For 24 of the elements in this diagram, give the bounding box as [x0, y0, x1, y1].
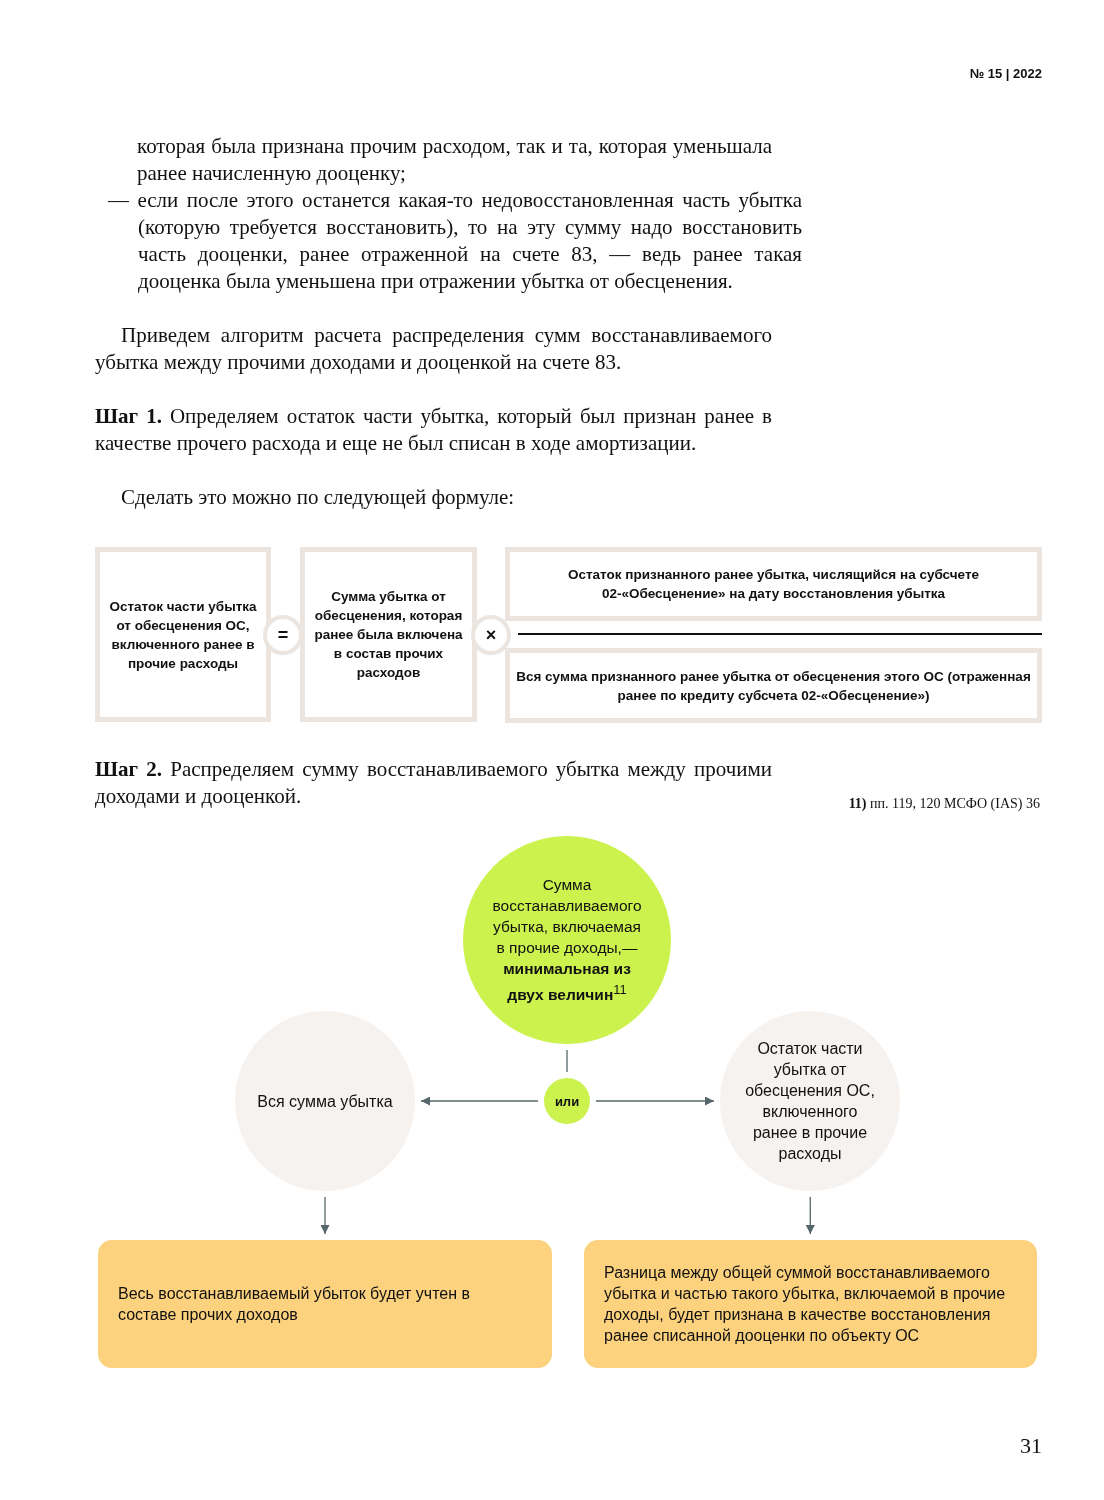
arrow [320, 1196, 330, 1235]
denominator-box: Вся сумма признанного ранее убытка от обесценения этого ОС (отраженная ранее по кредиту субсчета 02-«Обесценение») [505, 648, 1042, 723]
arrow [595, 1096, 715, 1106]
body-paragraph: Шаг 1. Определяем остаток части убытка, который был признан ранее в качестве прочего расхода и еще не был списан в ходе амортизации. [95, 403, 772, 457]
page-number: 31 [1019, 1432, 1042, 1459]
formula-box: Остаток части убытка от обесценения ОС, включенного ранее в прочие расходы [95, 547, 271, 722]
connector-line [566, 1049, 568, 1073]
body-paragraph: Приведем алгоритм расчета распределения сумм восстанавливаемого убытка между прочими доходами и дооценкой на счете 83. [95, 322, 772, 376]
issue-number: № 15 | 2022 [968, 65, 1042, 83]
formula-box: Сумма убытка от обесценения, которая ранее была включена в состав прочих расходов [300, 547, 477, 722]
option-circle: Остаток части убытка от обесценения ОС, включенного ранее в прочие расходы [720, 1011, 900, 1191]
summary-circle: Сумма восстанавливаемого убытка, включаемая в прочие доходы,— минимальная из двух величин$^{11}$ [463, 836, 671, 1044]
body-paragraph: Сделать это можно по следующей формуле: [120, 484, 516, 511]
footnote: 11) пп. 119, 120 МСФО (IAS) 36 [847, 795, 1040, 813]
choice-circle: или [544, 1078, 590, 1124]
numerator-box: Остаток признанного ранее убытка, числящийся на субсчете 02-«Обесценение» на дату восстановления убытка [505, 547, 1042, 621]
body-paragraph: которая была признана прочим расходом, так и та, которая уменьшала ранее начисленную дооценку; [137, 133, 772, 187]
option-circle: Вся сумма убытка [235, 1011, 415, 1191]
result-box: Разница между общей суммой восстанавливаемого убытка и частью такого убытка, включаемой в прочие доходы, будет признана в качестве восстановления ранее списанной дооценки по объекту ОС [584, 1240, 1037, 1368]
arrow [805, 1196, 815, 1235]
body-paragraph: Шаг 2. Распределяем сумму восстанавливаемого убытка между прочими доходами и дооценкой. [95, 756, 772, 810]
list-item: — если после этого останется какая-то недовосстановленная часть убытка (которую требуется восстановить), то на эту сумму надо восстановить часть дооценки, ранее отраженной на счете 83, — ведь ранее такая дооценка была уменьшена при отражении убытка от обесценения. [108, 187, 802, 295]
arrow [420, 1096, 539, 1106]
result-box: Весь восстанавливаемый убыток будет учтен в составе прочих доходов [98, 1240, 552, 1368]
